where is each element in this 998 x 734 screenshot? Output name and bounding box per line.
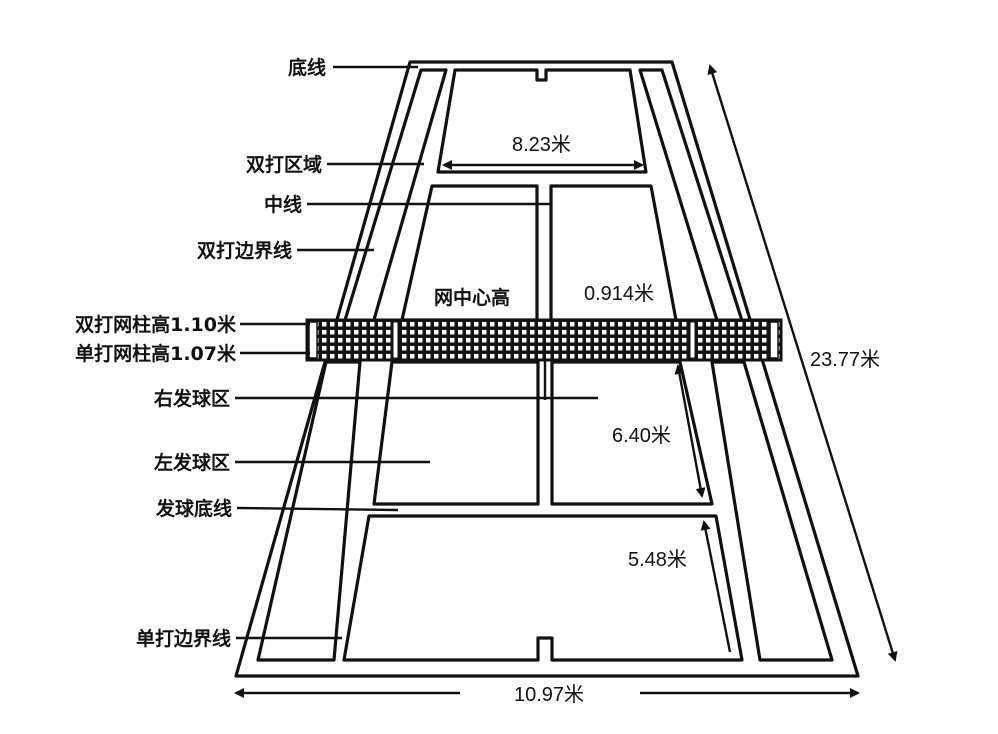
singles-post-left (392, 321, 399, 359)
label-net-center-height: 网中心高 (434, 286, 510, 309)
leader-service-line (236, 506, 399, 512)
singles-post-right (689, 321, 696, 359)
net-mesh (305, 318, 783, 362)
label-singles-post-height: 单打网柱高1.07米 (75, 342, 237, 365)
right-alley-far (638, 68, 747, 332)
label-center-mark: 中线 (264, 193, 302, 216)
labels: 底线 双打区域 中线 双打边界线 双打网柱高1.10米 单打网柱高1.07米 右… (75, 56, 510, 650)
value-doubles-width: 10.97米 (514, 683, 584, 706)
far-backcourt (436, 68, 648, 174)
net (305, 318, 783, 362)
arrow-backcourt-length (700, 520, 732, 653)
near-left-service-box (372, 360, 540, 506)
doubles-post-right (769, 321, 779, 359)
label-right-service-box: 右发球区 (153, 387, 230, 410)
label-singles-sideline: 单打边界线 (136, 627, 231, 650)
label-doubles-sideline: 双打边界线 (197, 239, 292, 262)
dimension-values: 8.23米 0.914米 23.77米 6.40米 5.48米 10.97米 (512, 133, 880, 706)
leader-lines (235, 65, 598, 640)
value-net-center-height: 0.914米 (584, 282, 654, 305)
label-baseline: 底线 (288, 56, 326, 79)
doubles-post-left (308, 321, 318, 359)
value-singles-width: 8.23米 (512, 133, 571, 156)
left-alley-near (256, 360, 362, 662)
dimension-arrows (234, 64, 898, 698)
label-doubles-alley: 双打区域 (246, 153, 322, 176)
right-alley-near (710, 360, 834, 662)
value-backcourt-length: 5.48米 (628, 548, 687, 571)
label-doubles-post-height: 双打网柱高1.10米 (75, 313, 237, 336)
label-service-line: 发球底线 (155, 497, 232, 520)
value-court-length: 23.77米 (810, 348, 880, 371)
arrow-service-box-length (674, 364, 706, 498)
near-backcourt (342, 514, 744, 662)
value-service-box-length: 6.40米 (612, 424, 671, 447)
label-left-service-box: 左发球区 (154, 451, 230, 474)
doubles-outer-boundary (234, 60, 860, 678)
arrow-court-length (707, 64, 898, 662)
